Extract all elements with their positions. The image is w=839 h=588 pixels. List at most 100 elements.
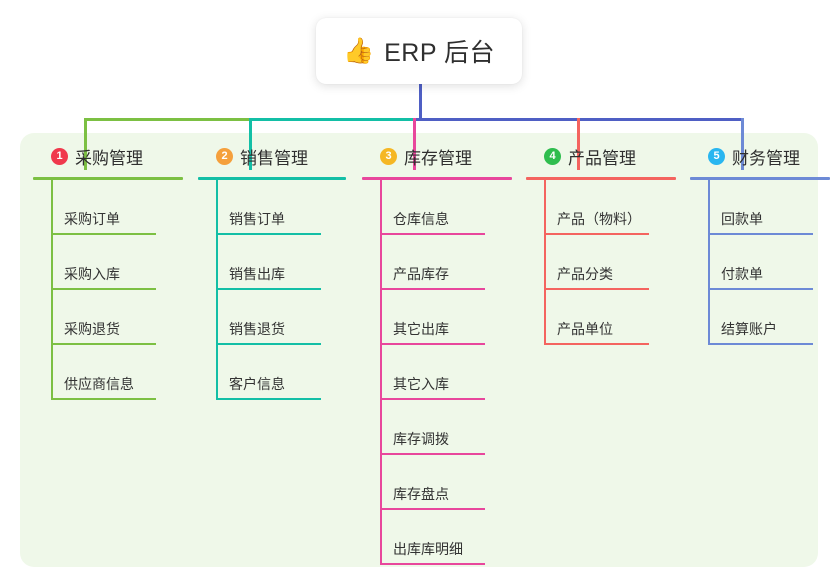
leaf-item-underline — [380, 398, 485, 400]
leaf-item-underline — [380, 508, 485, 510]
branch-badge-1: 1 — [51, 147, 68, 165]
leaf-item[interactable]: 库存盘点 — [362, 455, 512, 510]
branch-drop-2 — [249, 118, 252, 170]
leaf-item[interactable]: 其它出库 — [362, 290, 512, 345]
branch-spine-5 — [708, 180, 710, 345]
leaf-item-underline — [708, 233, 813, 235]
branch-header-4[interactable]: 4 产品管理 — [526, 144, 676, 168]
leaf-item[interactable]: 出库库明细 — [362, 510, 512, 565]
branch-header-5[interactable]: 5 财务管理 — [690, 144, 830, 168]
branch-underline-1 — [33, 177, 183, 180]
branch-badge-4: 4 — [544, 147, 561, 165]
leaf-item-label: 回款单 — [721, 211, 763, 227]
leaf-item-underline — [51, 343, 156, 345]
leaf-item-label: 采购订单 — [64, 211, 120, 227]
branch-title-2: 销售管理 — [240, 148, 308, 168]
leaf-item-label: 库存盘点 — [393, 486, 449, 502]
branch-underline-5 — [690, 177, 830, 180]
mindmap-panel — [20, 133, 818, 567]
branch-drop-3 — [413, 118, 416, 170]
branch-leaf-list-2: 销售订单销售出库销售退货客户信息 — [198, 180, 346, 400]
branch-underline-3 — [362, 177, 512, 180]
leaf-item-label: 产品单位 — [557, 321, 613, 337]
leaf-item-underline — [380, 233, 485, 235]
branch-leaf-list-3: 仓库信息产品库存其它出库其它入库库存调拨库存盘点出库库明细 — [362, 180, 512, 565]
leaf-item-underline — [544, 343, 649, 345]
leaf-item[interactable]: 销售出库 — [198, 235, 346, 290]
leaf-item[interactable]: 销售退货 — [198, 290, 346, 345]
leaf-item-underline — [51, 233, 156, 235]
branch-spine-2 — [216, 180, 218, 400]
leaf-item[interactable]: 仓库信息 — [362, 180, 512, 235]
branch-leaf-list-1: 采购订单采购入库采购退货供应商信息 — [33, 180, 183, 400]
leaf-item-label: 产品（物料） — [557, 211, 641, 227]
leaf-item-underline — [708, 343, 813, 345]
branch-drop-1 — [84, 118, 87, 170]
root-node-title: ERP 后台 — [384, 39, 496, 67]
leaf-item-underline — [216, 343, 321, 345]
branch-spine-4 — [544, 180, 546, 345]
leaf-item[interactable]: 回款单 — [690, 180, 830, 235]
leaf-item-label: 结算账户 — [721, 321, 777, 337]
branch-drop-5 — [741, 118, 744, 170]
leaf-item-label: 销售出库 — [229, 266, 285, 282]
leaf-item-underline — [51, 398, 156, 400]
leaf-item-label: 出库库明细 — [393, 541, 463, 557]
branch-badge-3: 3 — [380, 147, 397, 165]
leaf-item[interactable]: 结算账户 — [690, 290, 830, 345]
leaf-item-underline — [380, 288, 485, 290]
leaf-item[interactable]: 采购订单 — [33, 180, 183, 235]
leaf-item[interactable]: 客户信息 — [198, 345, 346, 400]
leaf-item[interactable]: 其它入库 — [362, 345, 512, 400]
leaf-item-label: 采购退货 — [64, 321, 120, 337]
branch-spine-3 — [380, 180, 382, 565]
branch-column-4: 4 产品管理产品（物料） 产品分类产品单位 — [526, 144, 676, 345]
branch-leaf-list-4: 产品（物料） 产品分类产品单位 — [526, 180, 676, 345]
leaf-item-label: 采购入库 — [64, 266, 120, 282]
leaf-item-label: 产品库存 — [393, 266, 449, 282]
leaf-item-underline — [216, 398, 321, 400]
bus-segment-2 — [249, 118, 416, 121]
leaf-item[interactable]: 产品单位 — [526, 290, 676, 345]
leaf-item-label: 仓库信息 — [393, 211, 449, 227]
leaf-item-label: 库存调拨 — [393, 431, 449, 447]
leaf-item-underline — [216, 288, 321, 290]
branch-title-4: 产品管理 — [568, 148, 636, 168]
branch-drop-4 — [577, 118, 580, 170]
leaf-item-underline — [51, 288, 156, 290]
leaf-item[interactable]: 产品库存 — [362, 235, 512, 290]
leaf-item-underline — [544, 233, 649, 235]
leaf-item-label: 销售退货 — [229, 321, 285, 337]
branch-underline-2 — [198, 177, 346, 180]
branch-spine-1 — [51, 180, 53, 400]
leaf-item-label: 其它出库 — [393, 321, 449, 337]
thumbs-up-icon: 👍 — [342, 36, 375, 65]
root-stem-line — [419, 84, 422, 121]
branch-badge-5: 5 — [708, 147, 725, 165]
branch-leaf-list-5: 回款单付款单结算账户 — [690, 180, 830, 345]
root-node-card[interactable]: 👍 ERP 后台 — [316, 18, 522, 84]
leaf-item[interactable]: 供应商信息 — [33, 345, 183, 400]
leaf-item[interactable]: 采购退货 — [33, 290, 183, 345]
branch-underline-4 — [526, 177, 676, 180]
leaf-item-label: 供应商信息 — [64, 376, 134, 392]
leaf-item[interactable]: 采购入库 — [33, 235, 183, 290]
leaf-item-underline — [380, 343, 485, 345]
leaf-item-label: 销售订单 — [229, 211, 285, 227]
leaf-item[interactable]: 产品（物料） — [526, 180, 676, 235]
leaf-item[interactable]: 库存调拨 — [362, 400, 512, 455]
branch-title-5: 财务管理 — [732, 148, 800, 168]
leaf-item-underline — [216, 233, 321, 235]
leaf-item-label: 其它入库 — [393, 376, 449, 392]
leaf-item[interactable]: 销售订单 — [198, 180, 346, 235]
leaf-item[interactable]: 付款单 — [690, 235, 830, 290]
leaf-item[interactable]: 产品分类 — [526, 235, 676, 290]
leaf-item-label: 产品分类 — [557, 266, 613, 282]
branch-column-5: 5 财务管理回款单付款单结算账户 — [690, 144, 830, 345]
